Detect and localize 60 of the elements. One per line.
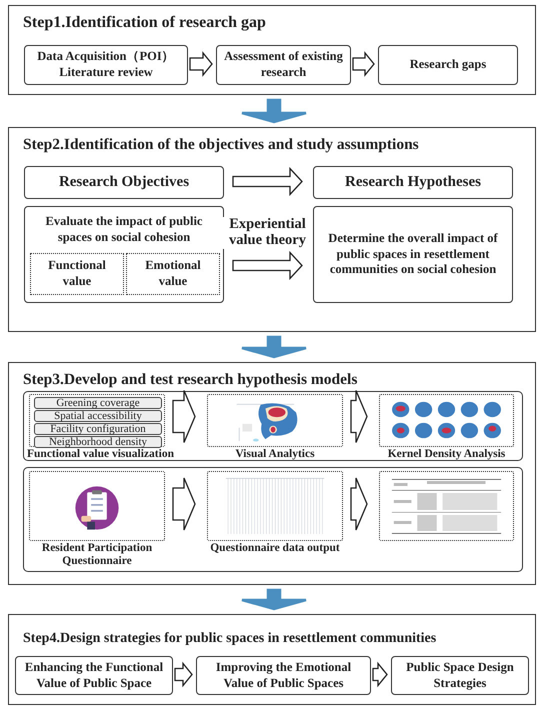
indicator-box: [34, 436, 162, 448]
value-box: [126, 253, 220, 295]
arrow: [350, 390, 368, 444]
process-box: [196, 656, 371, 695]
box-label: Data Acquisition（POI） Literature review: [36, 49, 176, 81]
arrow: [352, 51, 375, 77]
process-box: [24, 45, 188, 85]
step-panel: [8, 5, 536, 95]
box-label: Determine the overall impact of public spaces in resettlement communities on social cohesion: [327, 231, 499, 278]
box-label: Functional value: [47, 258, 107, 290]
process-box: [313, 206, 513, 303]
image-caption: Resident Participation Questionnaire: [40, 542, 154, 568]
arrow: [240, 588, 308, 610]
arrow: [172, 477, 196, 531]
image-caption: Visual Analytics: [234, 448, 316, 462]
arrow: [372, 662, 388, 688]
indicator-box: [34, 397, 162, 409]
indicator-label: Facility configuration: [50, 424, 146, 434]
arrow: [174, 662, 193, 688]
arrow: [189, 51, 213, 77]
indicator-label: Neighborhood density: [48, 436, 148, 448]
step-panel: [8, 362, 536, 585]
arrow: [172, 390, 196, 444]
box-label: Improving the Emotional Value of Public Spaces: [214, 660, 352, 692]
step-panel: [8, 127, 536, 332]
image-frame: [379, 471, 514, 541]
value-box: [30, 253, 124, 295]
step-heading: Step1.Identification of research gap: [23, 14, 266, 32]
image-caption: Functional value visualization: [27, 448, 174, 462]
process-box: [24, 166, 224, 199]
image-caption: Questionnaire data output: [209, 542, 341, 556]
process-box: [391, 656, 529, 695]
step-heading: Step2.Identification of the objectives and study assumptions: [23, 136, 419, 154]
indicator-box: [34, 410, 162, 422]
step-heading: Step4.Design strategies for public spaces in resettlement communities: [23, 631, 436, 647]
arrow: [232, 250, 303, 280]
process-box: [216, 45, 351, 85]
indicator-box: [34, 423, 162, 435]
process-box: [15, 656, 173, 695]
arrow: [240, 336, 308, 358]
step-panel: [8, 614, 536, 705]
box-label: Research gaps: [408, 57, 488, 73]
objective-box: [24, 206, 224, 303]
step-heading: Step3.Develop and test research hypothesis models: [23, 371, 358, 389]
box-label: Emotional value: [144, 258, 202, 290]
box-label: Enhancing the Functional Value of Public Space: [24, 660, 164, 692]
arrow: [240, 98, 308, 124]
box-label: Public Space Design Strategies: [405, 660, 515, 692]
box-label: Research Hypotheses: [344, 173, 482, 192]
box-label: Research Objectives: [58, 173, 190, 192]
indicator-label: Spatial accessibility: [54, 410, 142, 422]
arrow: [232, 166, 303, 196]
process-box: [378, 45, 518, 85]
indicator-label: Greening coverage: [56, 398, 140, 408]
process-box: [313, 166, 513, 199]
box-label: Assessment of existing research: [223, 49, 344, 81]
objective-text: Evaluate the impact of public spaces on social cohesion: [44, 213, 204, 246]
image-caption: Kernel Density Analysis: [386, 448, 506, 462]
section-panel: [23, 467, 523, 572]
arrow: [350, 477, 368, 531]
